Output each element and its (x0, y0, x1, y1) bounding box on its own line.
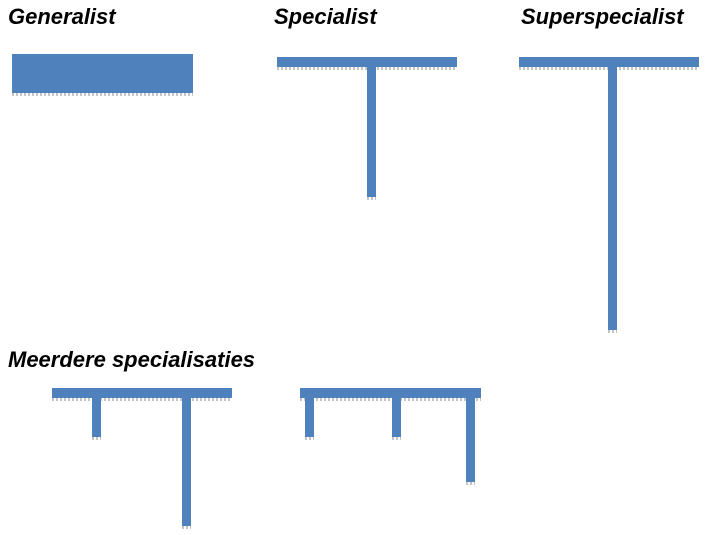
label-specialist: Specialist (274, 4, 377, 29)
superspecialist-stem (608, 67, 617, 330)
superspecialist-stem-reflection (608, 330, 617, 333)
multi-spec-b-stem-left (305, 398, 314, 437)
multi-spec-b-stem-right (466, 398, 475, 482)
multi-spec-b-stem-left-reflection (305, 437, 314, 440)
multi-spec-a-stem-short-reflection (92, 437, 101, 440)
multi-spec-b-stem-right-reflection (466, 482, 475, 485)
multi-spec-a-crossbar (52, 388, 232, 398)
multi-spec-a-crossbar-reflection (52, 398, 232, 401)
specialist-crossbar (277, 57, 457, 67)
generalist-reflection (12, 93, 193, 96)
label-superspecialist: Superspecialist (521, 4, 684, 29)
multi-spec-a-stem-long-reflection (182, 526, 191, 529)
specialist-stem (367, 67, 376, 197)
specialist-stem-reflection (367, 197, 376, 200)
multi-spec-b-stem-middle-reflection (392, 437, 401, 440)
label-generalist: Generalist (8, 4, 116, 29)
label-multiple-specializations: Meerdere specialisaties (8, 347, 256, 372)
multi-spec-a-stem-short (92, 398, 101, 437)
superspecialist-crossbar (519, 57, 699, 67)
multi-spec-b-crossbar (300, 388, 481, 398)
generalist-block (12, 54, 193, 93)
multi-spec-b-crossbar-reflection (300, 398, 481, 401)
multi-spec-a-stem-long (182, 398, 191, 526)
multi-spec-b-stem-middle (392, 398, 401, 437)
